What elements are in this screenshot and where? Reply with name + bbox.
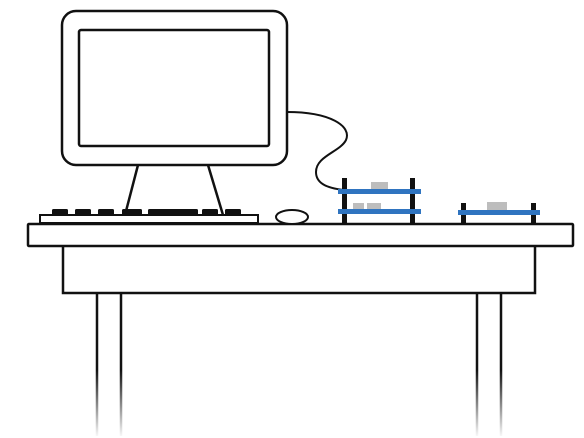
- desktop-monitor-icon: [60, 9, 289, 167]
- desk-apron: [61, 243, 537, 295]
- keyboard-icon: [39, 209, 259, 224]
- stack-board-top: [338, 189, 421, 194]
- leg-fade-overlay: [80, 370, 520, 438]
- desk-top: [26, 222, 575, 248]
- stack-post-right: [410, 178, 415, 224]
- stack-component-top: [371, 182, 388, 190]
- keyboard-body: [39, 214, 259, 224]
- stack-board-bottom: [338, 209, 421, 214]
- board-component: [487, 202, 507, 211]
- stack-component-bottom-2: [367, 203, 381, 210]
- stack-post-left: [342, 178, 347, 224]
- board-pcb: [458, 210, 540, 215]
- monitor-cable: [286, 111, 348, 191]
- stacked-circuit-board-icon: [338, 178, 421, 224]
- monitor-screen: [77, 28, 271, 148]
- monitor-stand: [123, 164, 225, 216]
- mouse-icon: [275, 209, 309, 225]
- keyboard-keys: [52, 209, 241, 216]
- stack-component-bottom-1: [353, 203, 364, 210]
- circuit-board-icon: [458, 202, 540, 224]
